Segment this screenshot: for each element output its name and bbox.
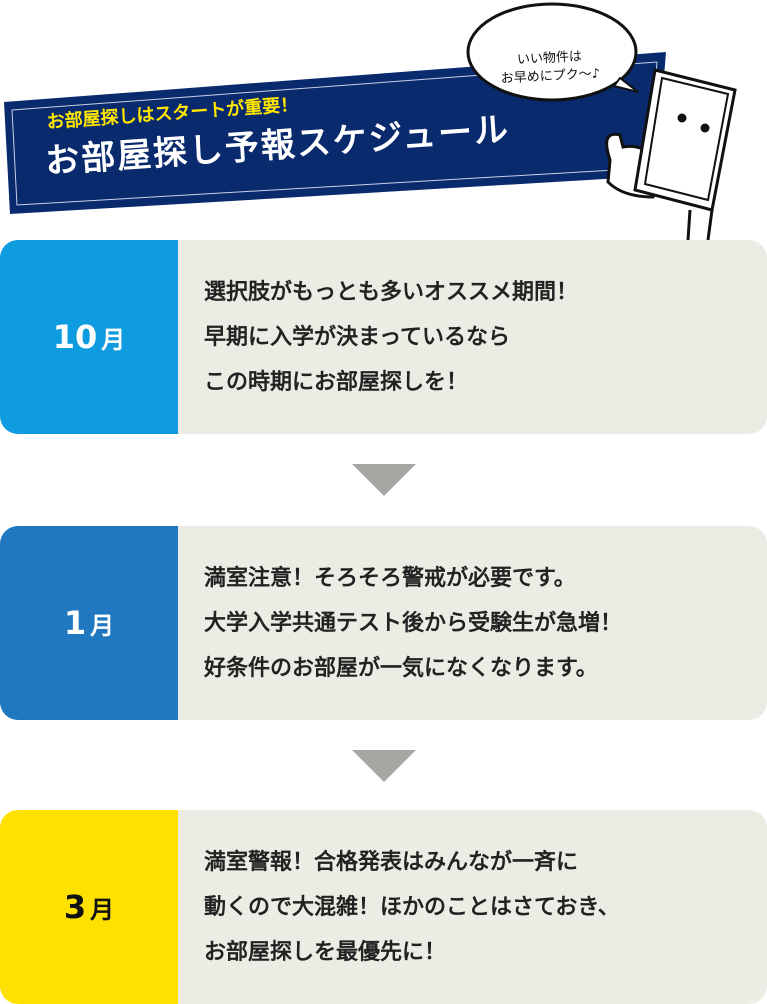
desc-line: この時期にお部屋探しを！ — [204, 369, 469, 395]
month-unit: 月 — [90, 895, 115, 924]
desc-line: 選択肢がもっとも多いオススメ期間！ — [204, 279, 579, 305]
month-description: 満室注意！そろそろ警戒が必要です。大学入学共通テスト後から受験生が急増！ 好条件の… — [178, 526, 767, 720]
banner-graphic — [4, 2, 737, 240]
month-number: 3 — [63, 888, 87, 926]
speech-bubble — [466, 2, 639, 102]
desc-line: 満室警報！合格発表はみんなが一斉に — [204, 849, 579, 875]
down-arrow-icon — [352, 750, 416, 782]
month-description: 満室警報！合格発表はみんなが一斉に動くので大混雑！ほかのことはさておき、お部屋探… — [178, 810, 767, 1004]
desc-line: お部屋探しを最優先に！ — [204, 939, 447, 965]
desc-line: 満室注意！そろそろ警戒が必要です。 — [204, 565, 576, 591]
mascot-illustration — [605, 68, 737, 240]
desc-line: 好条件のお部屋が一気になくなります。 — [204, 655, 598, 681]
month-number: 1 — [63, 604, 87, 642]
month-description: 選択肢がもっとも多いオススメ期間！ 早期に入学が決まっているならこの時期にお部屋探… — [178, 240, 767, 434]
desc-line: 早期に入学が決まっているなら — [204, 324, 511, 350]
month-unit: 月 — [101, 325, 126, 354]
down-arrow-icon — [352, 464, 416, 496]
desc-line: 動くので大混雑！ほかのことはさておき、 — [204, 894, 620, 920]
month-unit: 月 — [90, 611, 115, 640]
desc-line: 大学入学共通テスト後から受験生が急増！ — [204, 610, 623, 636]
month-number: 10 — [52, 318, 98, 356]
